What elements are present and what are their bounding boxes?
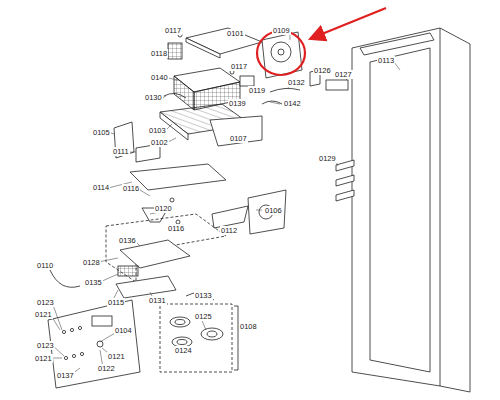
callout-number: 0114: [92, 183, 110, 192]
callout-number: 0113: [377, 56, 395, 65]
callout-number: 0111: [112, 147, 130, 156]
block: [168, 43, 182, 59]
callout-number: 0124: [174, 346, 193, 355]
cabinet-opening: [370, 48, 430, 372]
callout-number: 0121: [34, 354, 53, 363]
callout-number: 0118: [150, 49, 168, 58]
callout-number: 0128: [82, 258, 101, 267]
callout-number: 0130: [144, 93, 163, 102]
highlight-circle: [257, 31, 305, 75]
callout-number: 0108: [239, 322, 258, 331]
callout-number: 0140: [150, 73, 169, 82]
rear-plate: [248, 190, 286, 234]
callout-number: 0109: [272, 26, 291, 35]
callout-number: 0117: [230, 62, 248, 71]
callout-number: 0132: [287, 78, 306, 87]
callout-number: 0122: [97, 364, 116, 373]
callout-number: 0102: [150, 138, 169, 147]
callout-number: 0137: [56, 371, 75, 380]
group-outline: [160, 304, 232, 372]
callout-number: 0106: [264, 206, 283, 215]
top-cover: [186, 28, 262, 54]
callout-number: 0117: [164, 26, 182, 35]
callout-number: 0105: [92, 128, 111, 137]
callout-number: 0123: [36, 341, 55, 350]
callout-number: 0121: [107, 352, 126, 361]
callout-number: 0136: [118, 236, 137, 245]
callout-number: 0123: [36, 298, 55, 307]
callout-number: 0107: [229, 134, 248, 143]
control-panel: [48, 300, 140, 388]
callout-number: 0104: [114, 326, 133, 335]
housing: [210, 116, 262, 146]
callout-number: 0120: [154, 204, 173, 213]
callout-number: 0101: [226, 29, 245, 38]
callout-number: 0115: [107, 298, 125, 307]
callout-number: 0116: [167, 224, 185, 233]
buttons: [62, 316, 112, 360]
control-strip: [360, 33, 434, 55]
callout-number: 0127: [334, 70, 353, 79]
rings: [170, 317, 223, 347]
callout-number: 0125: [194, 312, 213, 321]
callout-number: 0110: [36, 261, 54, 270]
callout-number: 0119: [248, 86, 266, 95]
callout-number: 0135: [84, 278, 103, 287]
group-outline: [106, 214, 226, 282]
cabinet: [352, 28, 470, 392]
callout-number: 0139: [228, 99, 247, 108]
callout-number: 0129: [318, 154, 337, 163]
callout-number: 0116: [122, 184, 140, 193]
highlight-arrow: [312, 8, 386, 38]
callout-number: 0126: [313, 66, 332, 75]
callout-number: 0133: [194, 291, 213, 300]
door-shelves: [336, 160, 354, 201]
callout-number: 0121: [34, 310, 53, 319]
callout-number: 0103: [148, 126, 167, 135]
callout-number: 0112: [220, 226, 238, 235]
leader-lines: [44, 31, 400, 374]
plate: [130, 164, 226, 190]
callout-number: 0131: [148, 296, 167, 305]
callout-number: 0142: [283, 99, 302, 108]
